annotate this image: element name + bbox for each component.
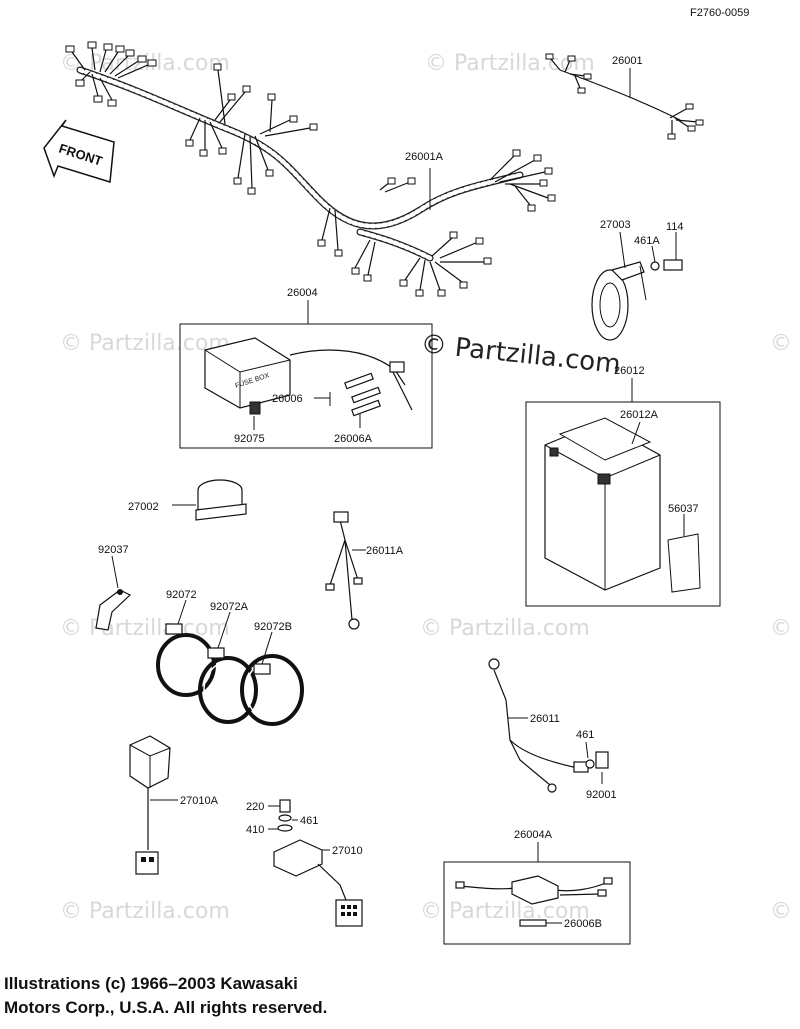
leader-27003 [619,231,626,269]
figure-code: F2760-0059 [690,7,749,19]
leader-26012A [631,421,641,445]
box-26004A [443,861,631,945]
copyright-notice: Illustrations (c) 1966–2003 Kawasaki Mot… [4,972,327,1020]
battery-label-sticker [667,533,701,593]
label-26001A: 26001A [405,151,444,163]
label-92037: 92037 [98,544,129,556]
leader-92072B [261,631,273,665]
label-461A: 461A [634,235,660,247]
label-26006B: 26006B [564,918,602,930]
label-92072A: 92072A [210,601,249,613]
sub-harness-26001 [545,53,704,140]
label-26011: 26011 [530,713,560,725]
part-27010 [273,799,363,927]
copyright-line: Illustrations (c) 1966–2003 Kawasaki [4,974,298,993]
leader-461A [651,245,656,263]
horn-27003 [591,259,683,341]
watermark: © Partzilla.com [770,616,800,641]
label-26004: 26004 [287,287,318,299]
label-114: 114 [666,221,684,233]
leader-92072A [217,611,231,649]
label-92075: 92075 [234,433,265,445]
label-27010: 27010 [332,845,363,857]
copyright-line: Motors Corp., U.S.A. All rights reserved… [4,998,328,1017]
watermarks: © Partzilla.com © Partzilla.com © Partzi… [60,51,800,924]
bands [156,623,304,726]
label-92001: 92001 [586,789,617,801]
box-26004 [179,323,433,449]
lead-26011A [325,511,363,630]
label-92072: 92072 [166,589,197,601]
watermark: © Partzilla.com [425,51,595,76]
leader-92072 [177,599,187,625]
watermark: © Partzilla.com [770,331,800,356]
switch-27010A [129,735,171,875]
label-26004A: 26004A [514,829,553,841]
label-27002: 27002 [128,501,159,513]
watermark: © Partzilla.com [420,616,590,641]
label-26011A: 26011A [366,545,404,557]
fuse-box: FUSE BOX [204,337,413,417]
label-410: 410 [246,824,264,836]
leader-92037 [111,555,119,589]
watermark-center: © Partzilla.com [419,329,622,380]
label-220: 220 [246,801,264,813]
label-26012A: 26012A [620,409,659,421]
leader-461 [585,741,589,759]
watermark: © Partzilla.com [420,899,590,924]
main-harness [65,41,556,297]
label-461b: 461 [300,815,318,827]
battery-lead-26011 [488,658,609,793]
label-56037: 56037 [668,503,699,515]
bracket-92037 [95,589,132,631]
box-26012 [525,401,721,607]
label-27010A: 27010A [180,795,219,807]
leader-26006 [314,392,331,406]
watermark: © Partzilla.com [60,899,230,924]
label-26012: 26012 [614,365,645,377]
label-461: 461 [576,729,594,741]
relay-27002 [195,479,247,521]
label-92072B: 92072B [254,621,292,633]
label-26001: 26001 [612,55,643,67]
label-26006: 26006 [272,393,303,405]
fuse-holder [455,875,613,927]
watermark: © Partzilla.com [60,331,230,356]
watermark: © Partzilla.com [770,899,800,924]
label-27003: 27003 [600,219,631,231]
front-arrow: FRONT [43,119,115,183]
watermark: © Partzilla.com [60,616,230,641]
label-26006A: 26006A [334,433,373,445]
battery [544,417,661,591]
